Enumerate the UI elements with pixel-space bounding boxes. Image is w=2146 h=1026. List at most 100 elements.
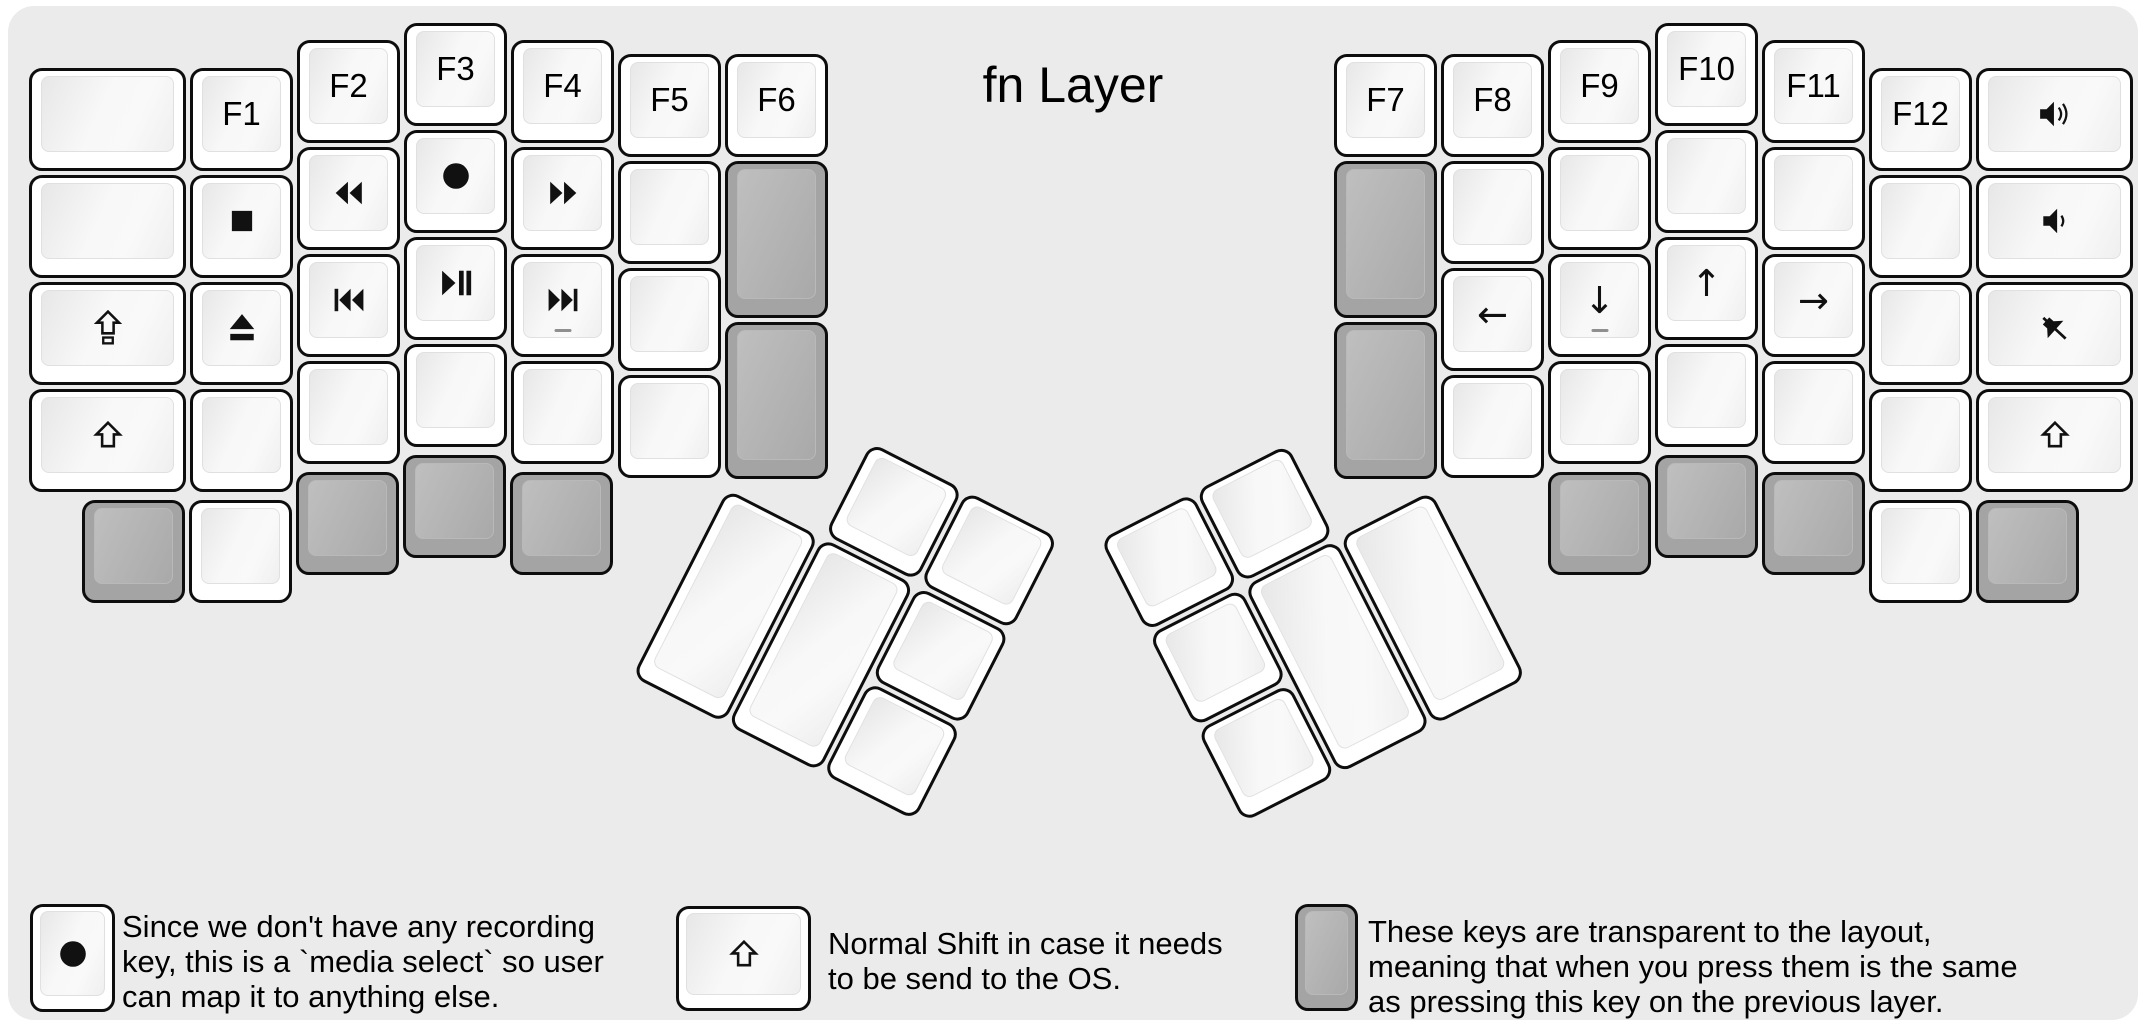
shift-icon [2039, 419, 2071, 451]
key-transparent[interactable] [725, 161, 828, 318]
key-shift-sample [676, 906, 811, 1011]
key-blank[interactable] [29, 175, 186, 278]
legend-line: to be send to the OS. [828, 961, 1121, 996]
keycap-top [41, 76, 174, 152]
key-transparent[interactable] [1655, 455, 1758, 558]
keycap-top: ↓ [1560, 262, 1639, 338]
keycap-top [41, 397, 174, 473]
key-rewind[interactable] [297, 147, 400, 250]
keycap-top [1881, 183, 1960, 259]
key-f11[interactable]: F11 [1762, 40, 1865, 143]
keycap-top [309, 262, 388, 338]
keycap-top [94, 508, 173, 584]
keycap-top [1453, 169, 1532, 245]
key-blank[interactable] [1762, 147, 1865, 250]
key-caps-lock[interactable] [29, 282, 186, 385]
keycap-top: F3 [416, 31, 495, 107]
key-f8[interactable]: F8 [1441, 54, 1544, 157]
record-icon [440, 160, 472, 192]
key-f10[interactable]: F10 [1655, 23, 1758, 126]
key-volume-down[interactable] [1976, 175, 2133, 278]
keycap-top [1881, 508, 1960, 584]
key-blank[interactable] [1655, 344, 1758, 447]
arrow-right-icon: → [1797, 278, 1829, 322]
keycap-top [737, 169, 816, 299]
key-blank[interactable] [1548, 361, 1651, 464]
key-f2[interactable]: F2 [297, 40, 400, 143]
key-blank[interactable] [297, 361, 400, 464]
key-up[interactable]: ↑ [1655, 237, 1758, 340]
key-blank[interactable] [1762, 361, 1865, 464]
keycap-top [1988, 76, 2121, 152]
key-volume-up[interactable] [1976, 68, 2133, 171]
keycap-top: F1 [202, 76, 281, 152]
key-transparent[interactable] [510, 472, 613, 575]
key-f4[interactable]: F4 [511, 40, 614, 143]
key-eject[interactable] [190, 282, 293, 385]
key-shift[interactable] [29, 389, 186, 492]
key-mute[interactable] [1976, 282, 2133, 385]
key-blank[interactable] [618, 268, 721, 371]
key-blank[interactable] [618, 161, 721, 264]
volume-down-icon [2038, 205, 2072, 237]
key-f9[interactable]: F9 [1548, 40, 1651, 143]
key-transparent[interactable] [403, 455, 506, 558]
keycap-top [416, 352, 495, 428]
key-transparent[interactable] [725, 322, 828, 479]
key-blank[interactable] [1655, 130, 1758, 233]
key-blank[interactable] [1441, 375, 1544, 478]
key-f6[interactable]: F6 [725, 54, 828, 157]
key-down[interactable]: ↓ [1548, 254, 1651, 357]
volume-up-icon [2038, 98, 2072, 130]
key-transparent[interactable] [1762, 472, 1865, 575]
play-pause-icon [440, 267, 472, 299]
key-record[interactable] [404, 130, 507, 233]
key-next-track[interactable] [511, 254, 614, 357]
key-blank[interactable] [511, 361, 614, 464]
key-transparent[interactable] [1334, 161, 1437, 318]
key-transparent[interactable] [82, 500, 185, 603]
key-f5[interactable]: F5 [618, 54, 721, 157]
key-transparent[interactable] [296, 472, 399, 575]
key-transparent[interactable] [1334, 322, 1437, 479]
key-transparent[interactable] [1548, 472, 1651, 575]
key-blank[interactable] [1441, 161, 1544, 264]
key-blank[interactable] [1548, 147, 1651, 250]
key-blank[interactable] [29, 68, 186, 171]
key-blank[interactable] [189, 500, 292, 603]
key-prev-track[interactable] [297, 254, 400, 357]
key-label: F7 [1366, 81, 1405, 118]
key-blank[interactable] [1869, 175, 1972, 278]
key-play-pause[interactable] [404, 237, 507, 340]
key-blank[interactable] [190, 389, 293, 492]
legend-text-3: These keys are transparent to the layout… [1368, 914, 2018, 1019]
key-blank[interactable] [1869, 389, 1972, 492]
stop-icon [226, 205, 258, 237]
key-shift[interactable] [1976, 389, 2133, 492]
key-blank[interactable] [1869, 282, 1972, 385]
key-f3[interactable]: F3 [404, 23, 507, 126]
legend-line: can map it to anything else. [122, 979, 500, 1014]
key-f1[interactable]: F1 [190, 68, 293, 171]
keycap-top: F7 [1346, 62, 1425, 138]
arrow-down-icon: ↓ [1583, 278, 1615, 322]
key-f7[interactable]: F7 [1334, 54, 1437, 157]
keycap-top [523, 369, 602, 445]
keycap-top [1667, 352, 1746, 428]
record-icon [57, 938, 89, 970]
keycap-top [1667, 138, 1746, 214]
key-fast-forward[interactable] [511, 147, 614, 250]
key-stop[interactable] [190, 175, 293, 278]
key-label: F8 [1473, 81, 1512, 118]
key-blank[interactable] [618, 375, 721, 478]
key-right[interactable]: → [1762, 254, 1865, 357]
keycap-top [201, 508, 280, 584]
key-transparent[interactable] [1976, 500, 2079, 603]
legend-line: as pressing this key on the previous lay… [1368, 984, 1944, 1019]
key-f12[interactable]: F12 [1869, 68, 1972, 171]
key-blank[interactable] [404, 344, 507, 447]
key-blank[interactable] [1869, 500, 1972, 603]
key-left[interactable]: ← [1441, 268, 1544, 371]
